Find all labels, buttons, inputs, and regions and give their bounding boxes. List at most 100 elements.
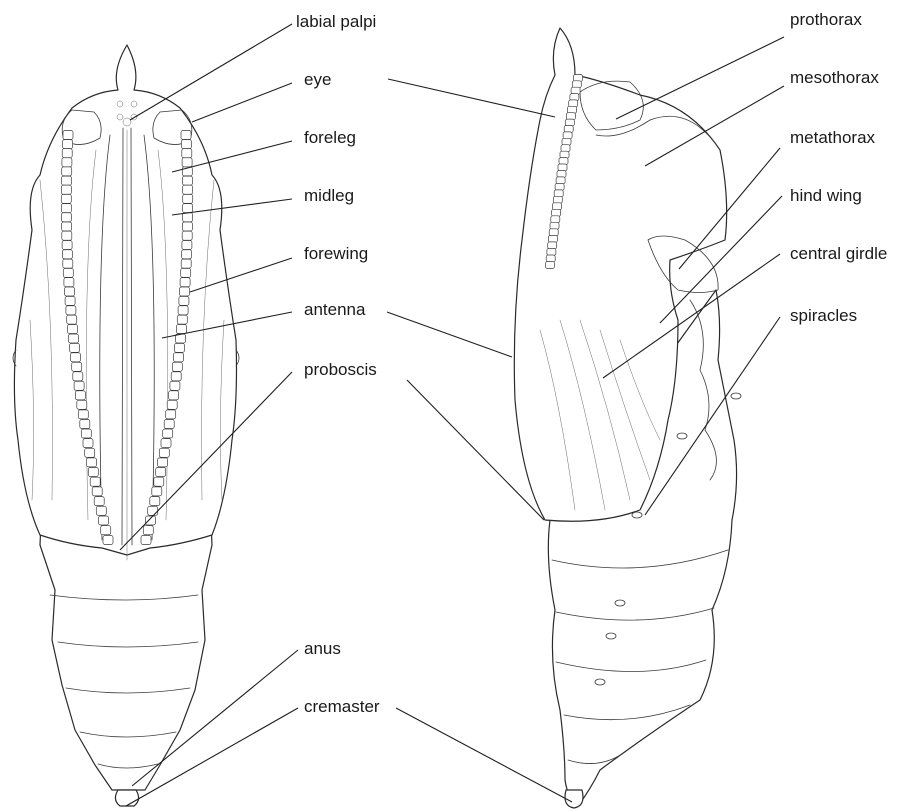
- leader-prothorax: [616, 37, 784, 119]
- antenna-segment: [181, 259, 191, 268]
- antenna-segment: [559, 158, 568, 165]
- antenna-segment: [72, 362, 82, 371]
- antenna-segment: [62, 241, 72, 250]
- antenna-segment: [180, 287, 190, 296]
- antenna-segment: [61, 204, 71, 213]
- antenna-segment: [175, 343, 185, 352]
- antenna-segment: [557, 171, 566, 178]
- antenna-segment: [164, 420, 174, 429]
- label-cremaster: cremaster: [304, 697, 380, 717]
- leader-antenna-right: [387, 312, 512, 357]
- antenna-segment: [182, 250, 192, 259]
- antenna-segment: [549, 229, 558, 236]
- antenna-segment: [158, 458, 168, 467]
- antenna-segment: [166, 410, 176, 419]
- antenna-segment: [171, 372, 181, 381]
- antenna-segment: [183, 176, 193, 185]
- antenna-segment: [68, 325, 78, 334]
- antenna-segment: [63, 131, 73, 140]
- antenna-segment: [182, 241, 192, 250]
- antenna-segment: [546, 255, 555, 262]
- antenna-segment: [555, 183, 564, 190]
- leader-cremaster-right: [396, 708, 572, 802]
- antenna-segment: [170, 381, 180, 390]
- antenna-segment: [182, 149, 192, 158]
- label-spiracles: spiracles: [790, 306, 857, 326]
- antenna-segment: [177, 315, 187, 324]
- antenna-segment: [63, 140, 73, 149]
- antenna-segment: [159, 448, 169, 457]
- antenna-segment: [558, 164, 567, 171]
- antenna-segment: [180, 278, 190, 287]
- label-central-girdle: central girdle: [790, 244, 887, 264]
- antenna-segment: [172, 362, 182, 371]
- label-proboscis: proboscis: [304, 360, 377, 380]
- antenna-segment: [181, 140, 191, 149]
- antenna-segment: [174, 353, 184, 362]
- antenna-segment: [81, 429, 91, 438]
- antenna-segment: [566, 113, 575, 120]
- antenna-segment: [552, 209, 561, 216]
- antenna-segment: [154, 477, 164, 486]
- antenna-segment: [182, 158, 192, 167]
- antenna-segment: [146, 516, 156, 525]
- antenna-segment: [61, 185, 71, 194]
- label-metathorax: metathorax: [790, 128, 875, 148]
- antenna-segment: [66, 306, 76, 315]
- antenna-segment: [92, 487, 102, 496]
- antenna-segment: [148, 506, 158, 515]
- antenna-segment: [87, 458, 97, 467]
- antenna-segment: [67, 315, 77, 324]
- label-mesothorax: mesothorax: [790, 68, 879, 88]
- antenna-segment: [88, 468, 98, 477]
- antenna-segment: [156, 468, 166, 477]
- label-hind-wing: hind wing: [790, 186, 862, 206]
- label-foreleg: foreleg: [304, 128, 356, 148]
- antenna-segment: [77, 400, 87, 409]
- antenna-segment: [569, 100, 578, 107]
- antenna-segment: [161, 439, 171, 448]
- antenna-segment: [183, 204, 193, 213]
- antenna-segment: [61, 194, 71, 203]
- antenna-segment: [78, 410, 88, 419]
- ventral-cremaster: [115, 790, 138, 806]
- antenna-segment: [556, 177, 565, 184]
- antenna-segment: [62, 176, 72, 185]
- leader-labial-palpi: [130, 24, 292, 120]
- antenna-segment: [70, 343, 80, 352]
- antenna-segment: [181, 131, 191, 140]
- antenna-segment: [163, 429, 173, 438]
- leader-eye: [192, 83, 292, 122]
- antenna-segment: [554, 190, 563, 197]
- antenna-segment: [572, 81, 581, 88]
- antenna-segment: [179, 296, 189, 305]
- antenna-segment: [568, 106, 577, 113]
- antenna-segment: [553, 203, 562, 210]
- antenna-segment: [550, 222, 559, 229]
- antenna-segment: [61, 213, 71, 222]
- antenna-segment: [561, 145, 570, 152]
- ventral-wingcase-outline: [14, 45, 236, 555]
- antenna-segment: [167, 400, 177, 409]
- antenna-segment: [65, 296, 75, 305]
- antenna-segment: [143, 526, 153, 535]
- label-antenna: antenna: [304, 300, 365, 320]
- antenna-segment: [562, 138, 571, 145]
- antenna-segment: [141, 536, 151, 545]
- label-anus: anus: [304, 639, 341, 659]
- antenna-segment: [574, 75, 583, 82]
- antenna-segment: [182, 222, 192, 231]
- antenna-segment: [62, 167, 72, 176]
- antenna-segment: [177, 325, 187, 334]
- label-eye: eye: [304, 70, 331, 90]
- antenna-segment: [96, 506, 106, 515]
- antenna-segment: [178, 306, 188, 315]
- antenna-segment: [63, 268, 73, 277]
- antenna-segment: [80, 420, 90, 429]
- leader-eye-right: [388, 79, 555, 117]
- antenna-segment: [103, 536, 113, 545]
- antenna-segment: [548, 235, 557, 242]
- antenna-segment: [62, 149, 72, 158]
- antenna-segment: [63, 259, 73, 268]
